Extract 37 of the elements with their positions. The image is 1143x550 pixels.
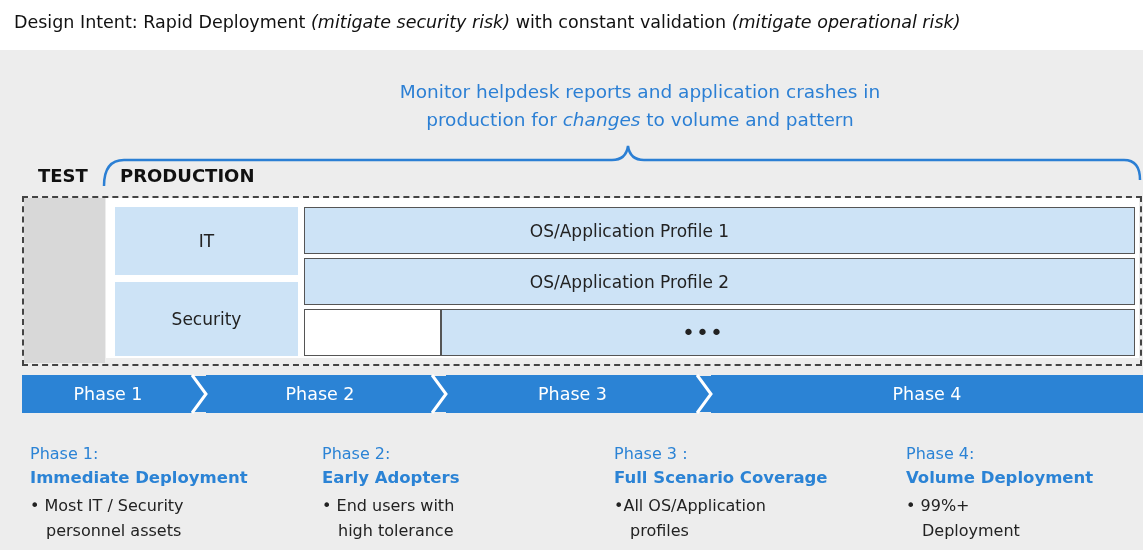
- phase-label: Phase 1: [73, 384, 143, 404]
- phase-label: Phase 2: [285, 384, 355, 404]
- region-heading: TEST: [38, 165, 88, 186]
- phase-heading: Phase 2:: [322, 444, 391, 463]
- phase-description: • End users with high tolerance: [322, 495, 456, 542]
- phase-segment: [206, 375, 434, 413]
- cell-label: IT: [198, 231, 215, 251]
- phase-description: • Most IT / Security personnel assets: [30, 495, 185, 542]
- title: Design Intent: Rapid Deployment (mitigate security risk) with constant validation (mitigate operational risk): [14, 12, 961, 32]
- chevron-arrow: [695, 373, 713, 415]
- group-row: [115, 282, 298, 356]
- cell-label: Security: [171, 309, 242, 329]
- phase-segment: [711, 375, 1143, 413]
- chevron-arrow: [190, 373, 208, 415]
- profile-bar: [441, 309, 1135, 356]
- phase-name: Full Scenario Coverage: [614, 468, 828, 487]
- chevron-arrow: [430, 373, 448, 415]
- group-row: [115, 207, 298, 275]
- region-heading: PRODUCTION: [120, 165, 255, 186]
- phase-description: •All OS/Application profiles: [614, 495, 767, 542]
- phase-name: Immediate Deployment: [30, 468, 248, 487]
- monitor-note: Monitor helpdesk reports and application crashes in production for changes to volume and pattern: [398, 80, 882, 132]
- phase-label: Phase 3: [538, 384, 607, 404]
- phase-label: Phase 4: [892, 384, 962, 404]
- phase-segment: [22, 375, 194, 413]
- phase-segment: [446, 375, 699, 413]
- phase-heading: Phase 3 :: [614, 444, 688, 463]
- ellipsis: •••: [682, 320, 724, 345]
- profile-bar: [304, 207, 1135, 254]
- phase-description: • 99%+ Deployment: [906, 495, 1021, 542]
- cell-label: OS/Application Profile 1: [529, 220, 730, 241]
- phase-name: Volume Deployment: [906, 468, 1094, 487]
- cell-label: OS/Application Profile 2: [529, 271, 730, 292]
- phase-name: Early Adopters: [322, 468, 460, 487]
- phase-heading: Phase 1:: [30, 444, 99, 463]
- phase-heading: Phase 4:: [906, 444, 975, 463]
- profile-bar: [304, 258, 1135, 305]
